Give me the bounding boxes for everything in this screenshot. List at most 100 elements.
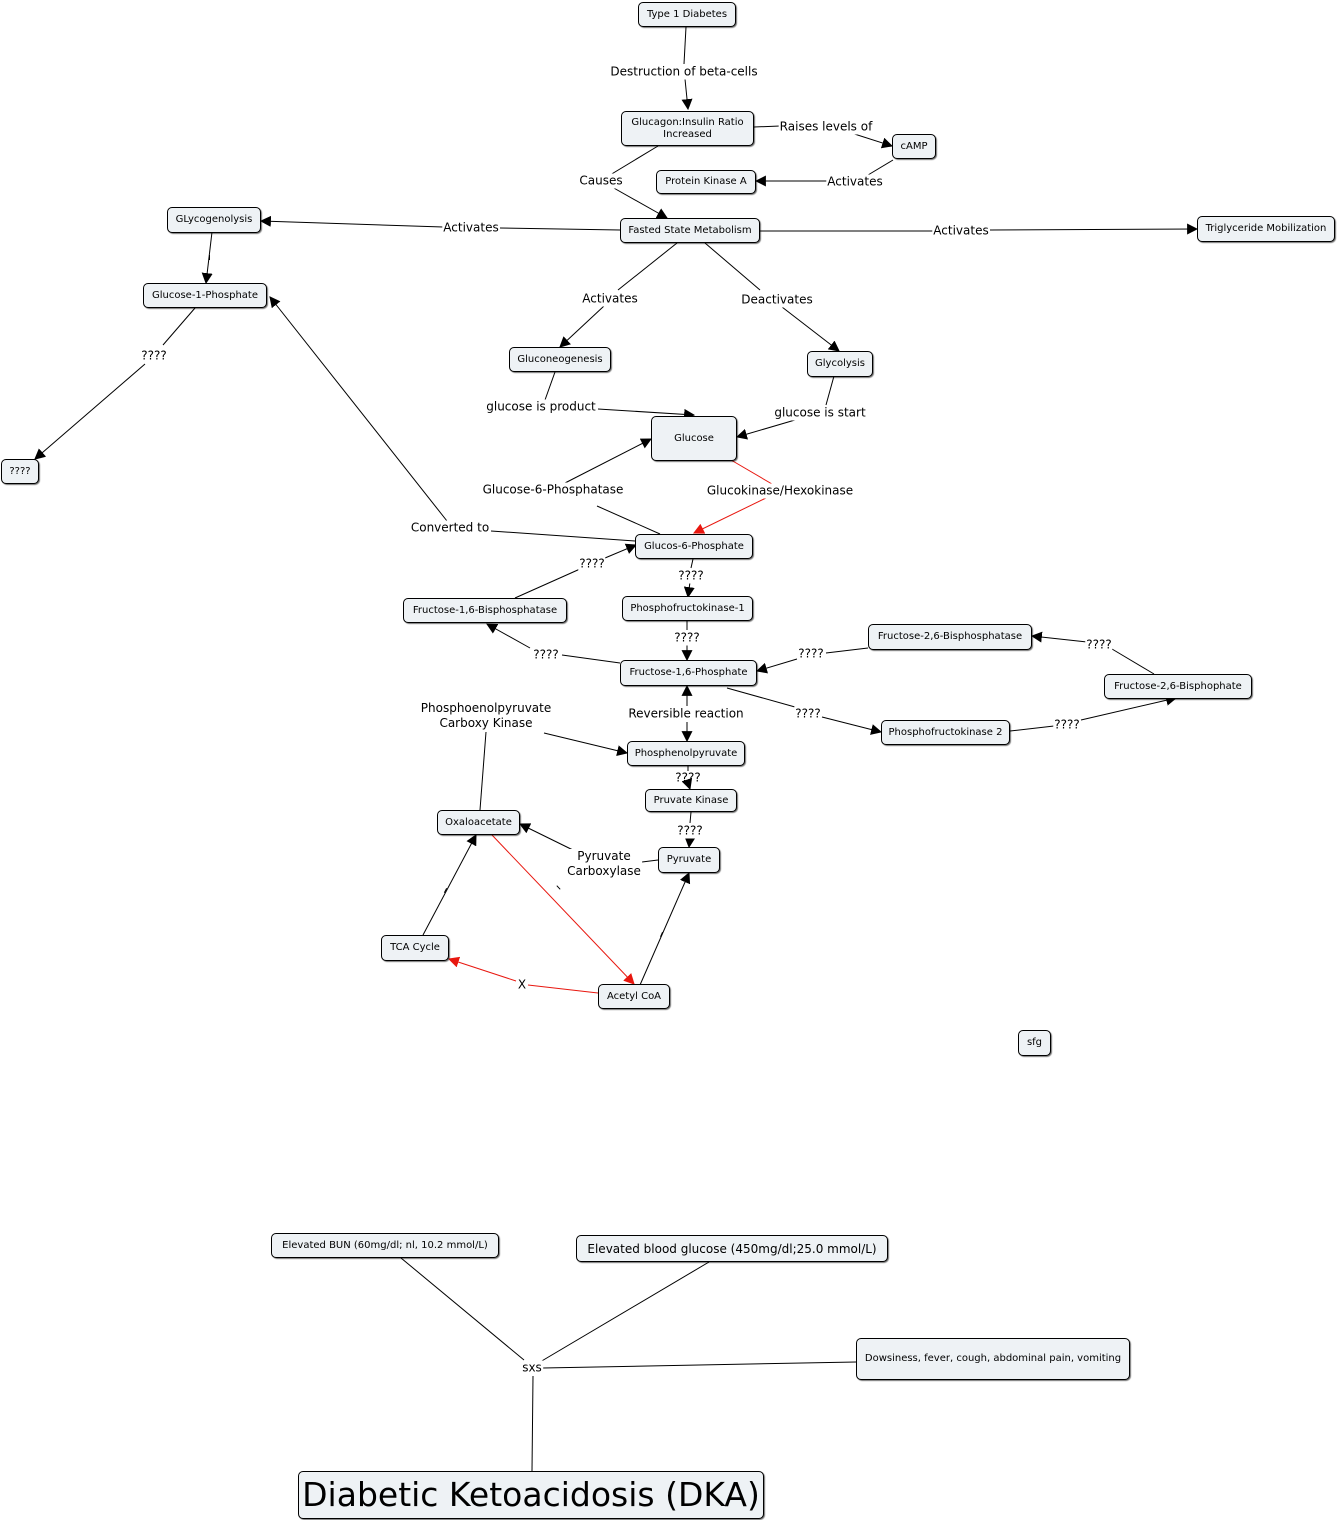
link-bg-sxs	[539, 1261, 710, 1363]
link-causes-fasted	[611, 186, 668, 219]
node-glucose-6-phosphate[interactable]: Glucos-6-Phosphate	[635, 534, 753, 559]
node-elevated-bun[interactable]: Elevated BUN (60mg/dl; nl, 10.2 mmol/L)	[271, 1233, 499, 1258]
node-glycolysis[interactable]: Glycolysis	[807, 351, 873, 377]
node-fructose-2-6-bisphosphate[interactable]: Fructose-2,6-Bisphophate	[1104, 674, 1252, 699]
node-fructose-1-6-phosphate[interactable]: Fructose-1,6-Phosphate	[620, 660, 757, 686]
node-gluconeogenesis[interactable]: Gluconeogenesis	[509, 347, 611, 372]
node-phosphofructokinase-1[interactable]: Phosphofructokinase-1	[622, 596, 753, 621]
link-f16bpase-qmarks	[514, 568, 581, 599]
label-destruction-of-beta-cells: Destruction of beta-cells	[609, 64, 759, 80]
link-acetylcoa-pyruvate	[639, 871, 691, 986]
node-type1-diabetes[interactable]: Type 1 Diabetes	[638, 2, 736, 27]
link-g6p-g6phosphatase	[596, 505, 661, 535]
link-f16p-qmarks-f16bpase	[561, 654, 621, 664]
label-qmarks-pfk2-f26bp: ????	[1053, 717, 1081, 733]
label-causes: Causes	[578, 173, 624, 189]
node-fructose-2-6-bisphosphatase[interactable]: Fructose-2,6-Bisphosphatase	[868, 624, 1032, 650]
node-unknown[interactable]: ????	[1, 459, 39, 484]
label-glucose-6-phosphatase: Glucose-6-Phosphatase	[481, 482, 625, 498]
node-triglyceride-mobilization[interactable]: Triglyceride Mobilization	[1197, 216, 1335, 242]
node-camp[interactable]: cAMP	[892, 134, 936, 159]
link-pfk2-qmarks	[1009, 725, 1055, 732]
link-fasted-deactivates	[704, 242, 761, 291]
label-glucokinase-hexokinase: Glucokinase/Hexokinase	[705, 483, 855, 499]
node-fructose-1-6-bisphosphatase[interactable]: Fructose-1,6-Bisphosphatase	[403, 598, 567, 623]
label-qmarks-pk-pyruvate: ????	[676, 823, 704, 839]
label-qmarks-f16bpase-g6p: ????	[578, 556, 606, 572]
label-activates-pka: Activates	[826, 174, 884, 190]
label-activates-glycogenolysis: Activates	[442, 220, 500, 236]
link-g6p-qmarks-pfk	[690, 558, 694, 569]
node-sfg[interactable]: sfg	[1018, 1030, 1051, 1056]
node-glycogenolysis[interactable]: GLycogenolysis	[167, 207, 261, 233]
node-diabetic-ketoacidosis[interactable]: Diabetic Ketoacidosis (DKA)	[298, 1471, 764, 1519]
link-activates-gluconeogenesis	[559, 305, 605, 348]
node-elevated-blood-glucose[interactable]: Elevated blood glucose (450mg/dl;25.0 mm…	[576, 1235, 888, 1262]
label-raises-levels-of: Raises levels of	[778, 119, 874, 135]
link-qmarks-pfk2	[821, 716, 883, 735]
node-protein-kinase-a[interactable]: Protein Kinase A	[656, 170, 756, 194]
label-glucose-is-product: glucose is product	[485, 399, 597, 415]
node-phosphofructokinase-2[interactable]: Phosphofructokinase 2	[881, 720, 1010, 745]
label-qmarks-pep-pk: ????	[675, 770, 701, 785]
label-qmarks-g1p: ????	[140, 348, 168, 364]
link-camp-activates	[867, 159, 894, 176]
label-glucose-is-start: glucose is start	[773, 405, 867, 421]
node-tca-cycle[interactable]: TCA Cycle	[381, 935, 449, 961]
node-acetyl-coa[interactable]: Acetyl CoA	[598, 984, 670, 1009]
link-activates-triglyceride	[989, 223, 1199, 235]
link-converted-g1p	[269, 296, 448, 522]
link-activates-glycogenolysis	[259, 215, 444, 228]
link-pyruvate-carboxylase	[641, 859, 659, 863]
label-reversible-reaction: Reversible reaction	[627, 706, 745, 722]
label-qmarks-pfk1-f16p: ????	[673, 630, 701, 646]
link-qmarks-f16p-right	[755, 658, 798, 674]
label-activates-triglyceride: Activates	[932, 223, 990, 239]
label-qmarks-f16p-pfk2: ????	[794, 706, 822, 722]
link-qmarks-f26bpase	[1030, 631, 1088, 643]
node-glucose-1-phosphate[interactable]: Glucose-1-Phosphate	[143, 283, 267, 308]
link-sxs-dka	[531, 1375, 534, 1472]
link-glycolysis-start	[825, 375, 835, 406]
link-glucokinase-g6p	[693, 497, 767, 534]
link-destruction-ratio	[681, 78, 693, 111]
node-symptoms[interactable]: Dowsiness, fever, cough, abdominal pain,…	[856, 1338, 1130, 1380]
link-product-glucose	[597, 408, 696, 420]
node-fasted-state-metabolism[interactable]: Fasted State Metabolism	[620, 218, 760, 243]
link-deactivates-glycolysis	[781, 306, 840, 352]
link-qmarks-pyruvate	[684, 836, 696, 849]
node-glucose[interactable]: Glucose	[651, 416, 737, 461]
label-qmarks-f26bpase-f16p: ????	[797, 646, 825, 662]
link-g1p-qmarks	[162, 307, 196, 346]
link-glucose-glucokinase	[730, 459, 773, 485]
node-phosphoenolpyruvate[interactable]: Phosphenolpyruvate	[627, 741, 745, 766]
label-pep-carboxykinase: Phosphoenolpyruvate Carboxy Kinase	[419, 701, 553, 731]
link-qmarks-pfk1	[683, 581, 695, 599]
link-tca-oaa	[422, 834, 477, 936]
link-f16p-qmarks-pfk2	[726, 687, 796, 708]
link-g6p-converted	[490, 530, 636, 542]
label-x-inhibition: X	[516, 977, 528, 993]
node-oxaloacetate[interactable]: Oxaloacetate	[437, 810, 520, 835]
link-tick	[209, 255, 210, 260]
link-acetylcoa-x	[527, 984, 599, 994]
link-g6phosphatase-glucose	[564, 438, 652, 484]
link-qmarks-f16bpase	[486, 623, 531, 649]
link-f26bpase-qmarks	[825, 647, 869, 654]
label-qmarks-f26bp-f26bpase: ????	[1085, 637, 1113, 653]
link-type1-destruction	[683, 26, 687, 65]
link-x-tca	[447, 956, 517, 982]
label-sxs: sxs	[521, 1360, 543, 1376]
link-ratio-raises	[753, 125, 781, 128]
link-carboxylase-oaa	[519, 823, 578, 853]
link-symptoms-sxs	[542, 1361, 857, 1369]
label-pyruvate-carboxylase: Pyruvate Carboxylase	[566, 849, 642, 879]
label-qmarks-f16p-f16bpase: ????	[532, 647, 560, 663]
node-pyruvate-kinase[interactable]: Pruvate Kinase	[645, 789, 737, 812]
node-pyruvate[interactable]: Pyruvate	[658, 847, 720, 873]
label-converted-to: Converted to	[409, 520, 491, 536]
node-glucagon-insulin-ratio[interactable]: Glucagon:Insulin Ratio Increased	[621, 111, 754, 146]
link-qmarks-f26bp	[1080, 694, 1178, 721]
link-pk-qmarks	[689, 811, 692, 824]
link-gng-product	[544, 371, 556, 401]
